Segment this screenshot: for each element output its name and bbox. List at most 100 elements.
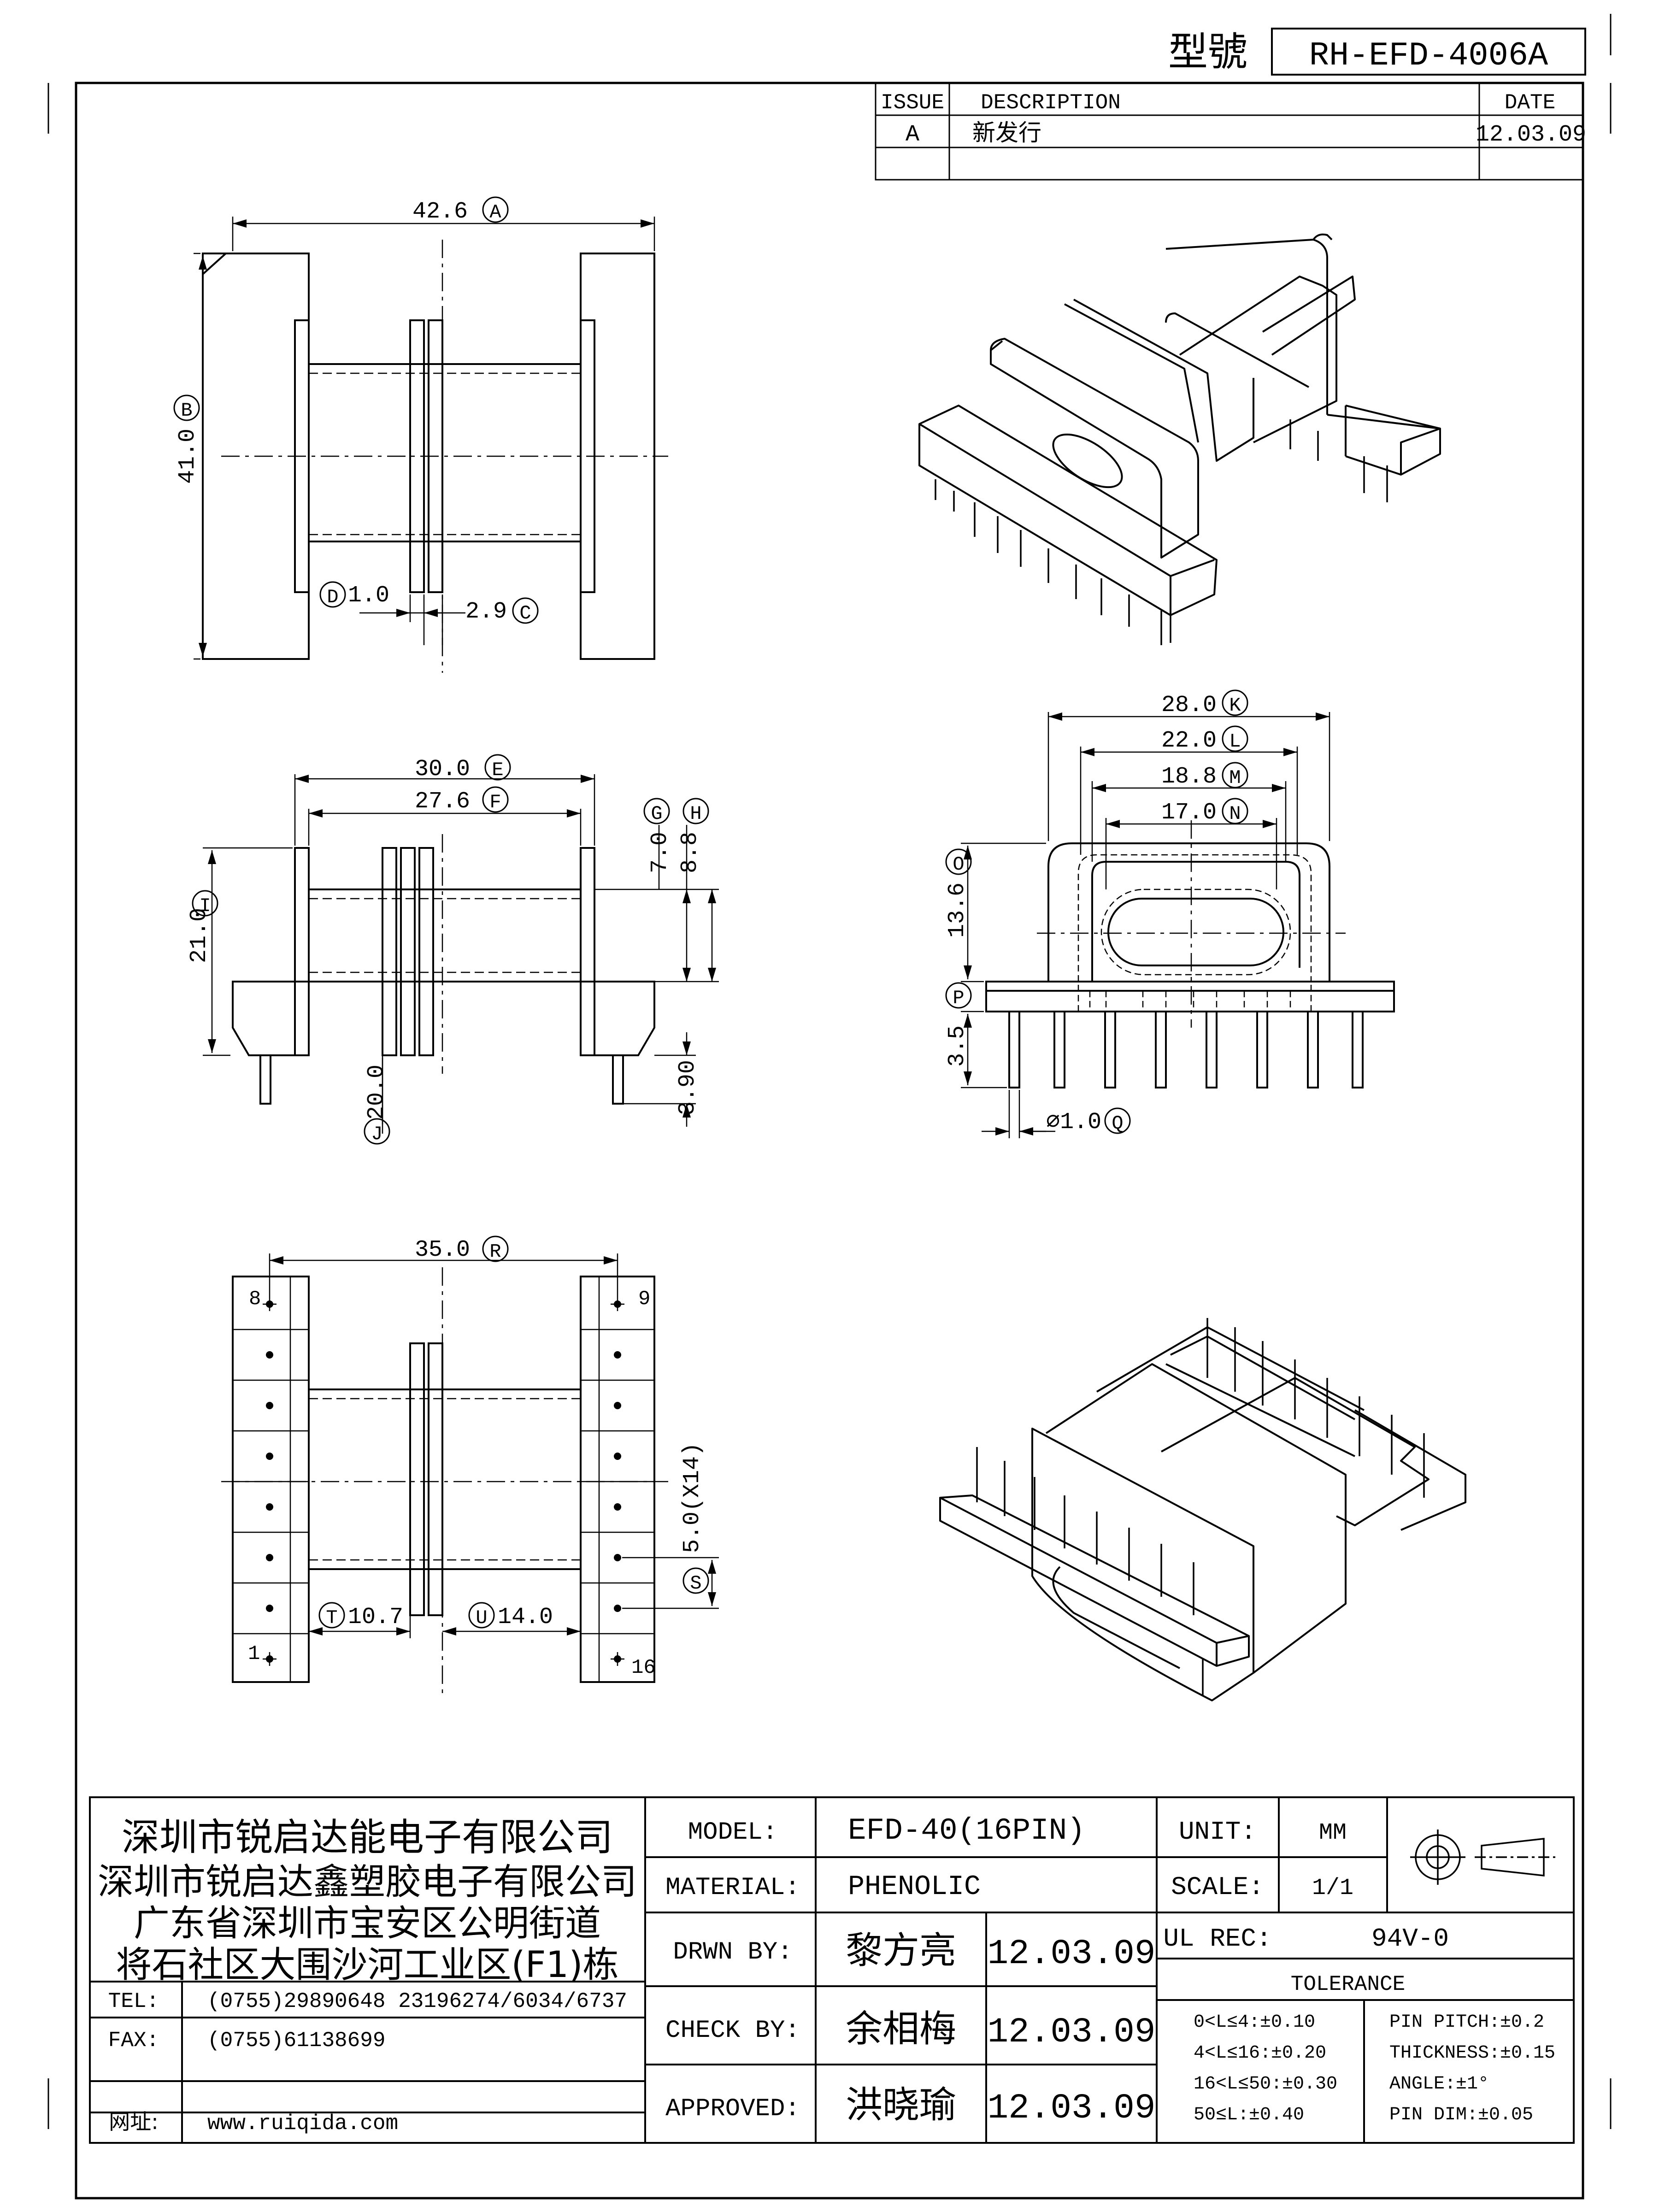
projection-symbol-icon [1410, 1830, 1555, 1885]
balloon-B: B [173, 394, 200, 422]
dim-L-value: 22.0 [1161, 728, 1217, 754]
side-pins [1008, 1011, 1364, 1088]
title-block-fields: MODEL: EFD-40(16PIN) MATERIAL: PHENOLIC … [665, 1813, 1555, 2128]
balloon-N: N [1222, 798, 1248, 825]
pin-pads [233, 1277, 654, 1682]
balloon-G: G [643, 798, 670, 825]
scale-value: 1/1 [1312, 1875, 1353, 1901]
svg-text:T: T [326, 1607, 337, 1629]
svg-text:S: S [690, 1572, 701, 1594]
tol2-1: PIN PITCH:±0.2 [1389, 2012, 1544, 2033]
svg-text:M: M [1229, 767, 1241, 789]
dim-M-value: 18.8 [1161, 764, 1217, 790]
rev-issue: A [906, 122, 919, 148]
tol2-3: ANGLE:±1° [1389, 2074, 1489, 2094]
dim-K-value: 28.0 [1161, 692, 1217, 718]
dim-N-value: 17.0 [1161, 800, 1217, 826]
balloon-P: P [945, 982, 972, 1009]
dim-R-value: 35.0 [415, 1237, 470, 1263]
check-date: 12.03.09 [988, 2012, 1156, 2052]
pin-label-16: 16 [631, 1656, 656, 1679]
part-number-label: 型號 [1168, 29, 1247, 75]
dim-P-value: 3.5 [944, 1025, 971, 1067]
svg-text:J: J [371, 1123, 382, 1145]
tol2-4: PIN DIM:±0.05 [1389, 2105, 1533, 2125]
tel-label: TEL: [108, 1989, 159, 2013]
balloon-L: L [1222, 725, 1248, 753]
isometric-view-top [918, 233, 1441, 645]
model-label: MODEL: [688, 1818, 777, 1847]
svg-text:K: K [1229, 694, 1241, 717]
drawn-by: 黎方亮 [846, 1929, 956, 1972]
company-line-1: 深圳市锐启达能电子有限公司 [122, 1816, 613, 1859]
dim-O-value: 13.6 [944, 882, 971, 938]
balloon-T: T [318, 1602, 345, 1629]
rev-col-description: DESCRIPTION [981, 91, 1121, 115]
fax-label: FAX: [108, 2029, 159, 2053]
balloon-A: A [482, 196, 509, 224]
approved-date: 12.03.09 [988, 2088, 1156, 2128]
title-block-grid [89, 1796, 1575, 2144]
dim-S-value: 5.0(X14) [679, 1442, 706, 1553]
tol-1: 0<L≤4:±0.10 [1194, 2012, 1315, 2033]
dim-G-value: 7.0 [647, 832, 673, 873]
tol-4: 50≤L:±0.40 [1194, 2105, 1304, 2125]
unit-label: UNIT: [1179, 1817, 1256, 1847]
tolerance-label: TOLERANCE [1291, 1972, 1405, 1996]
dim-I-value: 21.0 [186, 908, 212, 963]
svg-text:O: O [953, 853, 964, 876]
balloon-F: F [482, 786, 509, 813]
tol2-2: THICKNESS:±0.15 [1389, 2043, 1555, 2064]
tol-2: 4<L≤16:±0.20 [1194, 2043, 1326, 2064]
tol-3: 16<L≤50:±0.30 [1194, 2074, 1337, 2094]
svg-text:G: G [651, 803, 662, 825]
svg-text:C: C [519, 602, 531, 624]
dim-U-value: 14.0 [498, 1604, 553, 1630]
dim-A-value: 42.6 [412, 199, 468, 225]
pin-label-9: 9 [638, 1288, 650, 1311]
top-view: 42.6 A 41.0 B D 1.0 2.9 C [173, 196, 668, 673]
svg-text:A: A [489, 201, 501, 224]
dim-C-value: 2.9 [465, 599, 507, 625]
company-line-4: 将石社区大围沙河工业区(F1)栋 [116, 1944, 618, 1986]
svg-text:L: L [1229, 730, 1241, 753]
revision-table: ISSUE DESCRIPTION DATE A 新发行 12.03.09 [875, 82, 1586, 181]
part-number-value: RH-EFD-4006A [1309, 37, 1548, 75]
approved-by: 洪晓瑜 [846, 2083, 956, 2126]
isometric-view-bottom [939, 1318, 1466, 1701]
scale-label: SCALE: [1171, 1872, 1264, 1902]
balloon-K: K [1222, 689, 1248, 717]
svg-text:N: N [1229, 803, 1241, 825]
drawn-label: DRWN BY: [673, 1938, 792, 1966]
svg-text:F: F [489, 791, 501, 813]
svg-text:E: E [492, 759, 503, 781]
balloon-M: M [1222, 762, 1248, 789]
rev-col-date: DATE [1505, 91, 1555, 115]
side-view: 28.0 K 22.0 L 18.8 M 17.0 N O 13.6 P 3.5… [944, 689, 1395, 1138]
check-label: CHECK BY: [665, 2017, 800, 2045]
dim-D-value: 1.0 [348, 582, 389, 609]
svg-text:D: D [327, 586, 338, 608]
web-value: www.ruiqida.com [207, 2112, 398, 2136]
dim-T-value: 10.7 [348, 1604, 403, 1630]
svg-text:R: R [489, 1241, 501, 1263]
rev-description: 新发行 [972, 119, 1041, 146]
svg-text:U: U [476, 1607, 487, 1629]
part-number-header: 型號 RH-EFD-4006A [1168, 28, 1586, 76]
dim-pinlen-value: 3.90 [675, 1060, 701, 1115]
svg-text:Q: Q [1112, 1112, 1123, 1135]
balloon-I: I [192, 890, 218, 917]
front-view: 30.0 E 27.6 F 7.0 8.8 G H 21.0 I 20.0 J [186, 754, 719, 1145]
material-value: PHENOLIC [848, 1871, 981, 1903]
sheet-frame [47, 14, 1612, 2200]
balloon-Q: Q [1104, 1107, 1131, 1135]
svg-text:P: P [953, 987, 964, 1009]
rev-col-issue: ISSUE [881, 91, 944, 115]
svg-text:I: I [199, 895, 211, 917]
ul-value: 94V-0 [1371, 1924, 1449, 1953]
pin-label-1: 1 [248, 1642, 260, 1665]
dim-F-value: 27.6 [415, 788, 470, 815]
check-by: 余相梅 [846, 2007, 956, 2050]
rev-date: 12.03.09 [1476, 122, 1586, 148]
ul-label: UL REC: [1163, 1924, 1271, 1953]
